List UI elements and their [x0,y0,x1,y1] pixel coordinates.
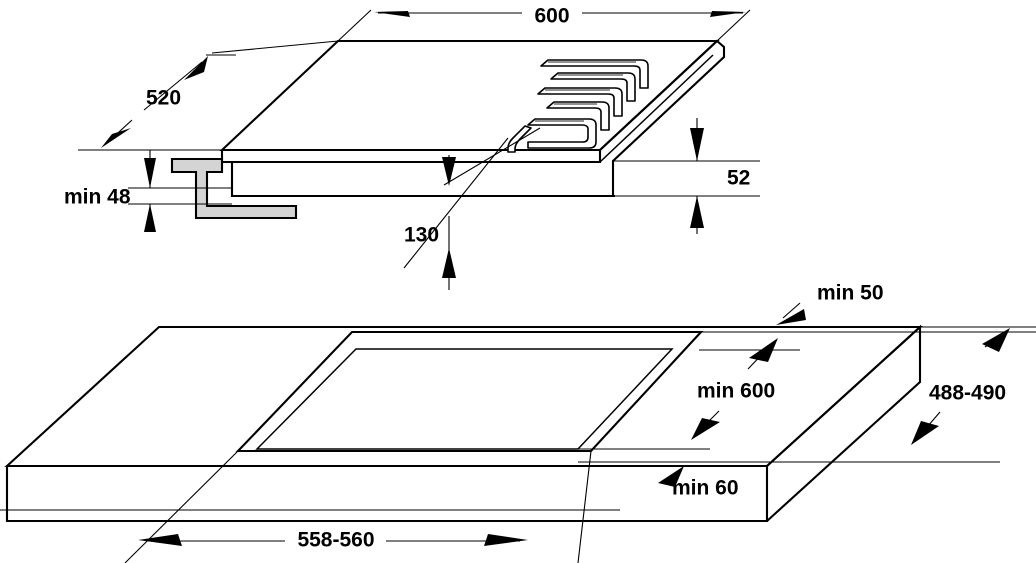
hob-front-lower-edge [230,162,615,198]
dimension-cutout-depth: min 600 [578,331,806,450]
ext-line-130-lower [403,137,509,269]
grate-rail-3 [537,87,623,117]
dimension-bracket-clearance: min 48 [64,149,232,232]
label-bracket-clearance: min 48 [64,186,131,209]
ext-line-558-right [577,450,592,563]
mounting-bracket [170,157,298,220]
worktop-right-face [766,324,922,522]
arrowhead-min600-bottom [911,421,939,445]
arrowhead-558-right [484,534,528,546]
bracket-z-profile [170,157,298,220]
dim-line-520-upper [143,61,203,111]
dimension-rear-clearance: min 50 [701,282,1036,333]
arrowhead-min48-top [144,158,156,188]
hob-appliance-view [219,39,726,198]
arrowhead-130-top [442,157,456,186]
ext-line-520-top [211,40,339,54]
grate-rail-1 [540,59,649,89]
arrowhead-600-left [374,11,410,17]
arrowhead-488-lower [691,418,720,440]
arrowhead-600-right [710,11,746,17]
worktop-cutout-view [4,324,923,523]
grate-rail-2 [550,72,636,102]
dimension-burner-zone: 130 [403,127,541,290]
dimension-hob-height: 52 [613,118,760,234]
label-cutout-depth: min 600 [697,380,775,403]
label-hob-height: 52 [727,167,750,190]
dimension-worktop-depth: 488-490 [767,326,1036,463]
ext-line-600-left [337,9,372,42]
label-cutout-width: 558-560 [297,529,374,552]
arrowhead-520-bottom [101,128,131,148]
arrowhead-520-top [184,56,208,80]
hob-front-face [220,150,602,164]
ext-line-600-right [716,9,751,42]
arrowhead-min48-bottom [144,204,156,232]
hob-right-face [599,39,726,196]
grate-rail-4 [546,101,610,131]
dimension-hob-width: 600 [337,5,751,42]
lead-line-min50 [782,302,801,319]
label-burner-zone: 130 [404,224,439,247]
hob-right-inner-edge [599,54,714,163]
dimension-front-clearance: min 60 [578,461,767,500]
arrowhead-488-upper [749,338,778,362]
arrowhead-min600-top [982,328,1010,352]
worktop-top-surface [4,325,923,468]
label-hob-width: 600 [534,5,569,28]
worktop-front-face [5,466,769,523]
label-rear-clearance: min 50 [817,282,884,305]
label-front-clearance: min 60 [672,477,739,500]
label-worktop-depth: 488-490 [929,382,1006,405]
label-hob-depth: 520 [146,87,181,110]
worktop-cutout-ledge [255,348,674,450]
arrowhead-min60 [658,466,684,487]
dimension-cutout-width: 558-560 [0,450,620,563]
ext-line-130-upper [443,127,541,186]
arrowhead-52-bottom [690,196,704,228]
grate-rail-5 [527,118,597,149]
ext-line-558-left [124,450,239,563]
arrowhead-130-bottom [442,248,456,278]
burner-grate [507,59,649,153]
arrowhead-52-top [690,128,704,161]
arrowhead-558-left [138,534,182,546]
arrowhead-min50 [776,309,806,325]
